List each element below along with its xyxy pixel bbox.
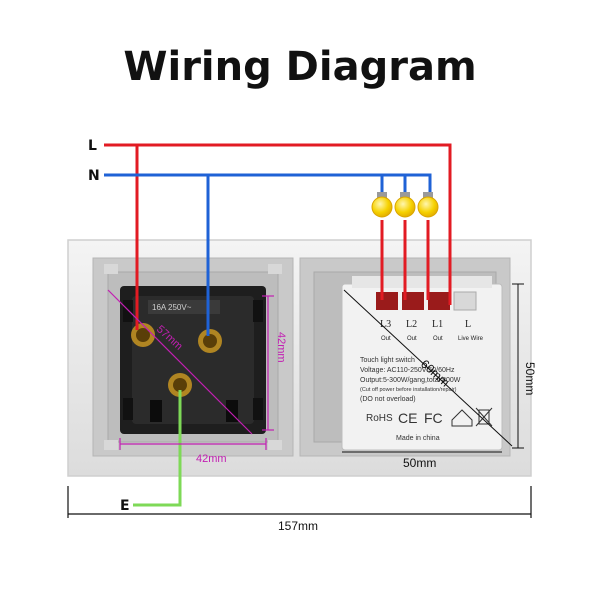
diagram-title: Wiring Diagram [123,44,477,90]
overall-width-dim: 157mm [278,519,318,533]
weee-bin-icon [475,407,493,427]
terminal-l-sub: Live Wire [458,336,484,342]
switch-terminal-blocks [376,291,477,311]
terminal-l2-sub: Out [407,336,417,342]
terminal-l3-label: L3 [380,319,391,330]
neutral-label: N [88,168,100,184]
live-wire [104,143,452,305]
spec-line-3: Output:5-300W/gang,total 800W [360,377,461,384]
switch-width-dim: 50mm [403,456,436,470]
bulb-3-icon [417,192,439,218]
bulb-1-icon [371,192,393,218]
terminal-l1-label: L1 [432,319,443,330]
terminal-l1-sub: Out [433,336,443,342]
spec-line-4: (Cut off power before installation/repai… [360,387,457,393]
home-icon [451,409,473,427]
switch-dimension-lines [342,283,524,453]
live-label: L [88,138,97,154]
bulb-2-icon [394,192,416,218]
socket-terminal-earth [168,373,192,397]
socket-rating-text: 16A 250V~ [152,303,192,312]
terminal-l2-label: L2 [406,319,417,330]
overall-dimension-line [67,486,532,518]
switch-height-dim: 50mm [523,362,537,395]
ce-mark: CE [398,410,417,426]
rohs-mark: RoHS [366,413,393,424]
socket-width-dim: 42mm [196,453,227,465]
spec-line-2: Voltage: AC110-250V 50/60Hz [360,367,455,374]
earth-label: E [120,498,130,514]
made-in-text: Made in china [396,435,440,442]
neutral-wire [104,173,432,195]
socket-body [120,286,266,434]
socket-dimension-lines [107,289,274,450]
spec-line-1: Touch light switch [360,357,415,364]
socket-terminal-live [131,323,155,347]
socket-height-dim: 42mm [275,332,287,363]
fc-mark: FC [424,410,443,426]
earth-wire [133,390,182,507]
socket-terminal-neutral [198,329,222,353]
terminal-l3-sub: Out [381,336,391,342]
spec-line-5: (DO not overload) [360,396,416,403]
terminal-l-label: L [465,319,471,330]
